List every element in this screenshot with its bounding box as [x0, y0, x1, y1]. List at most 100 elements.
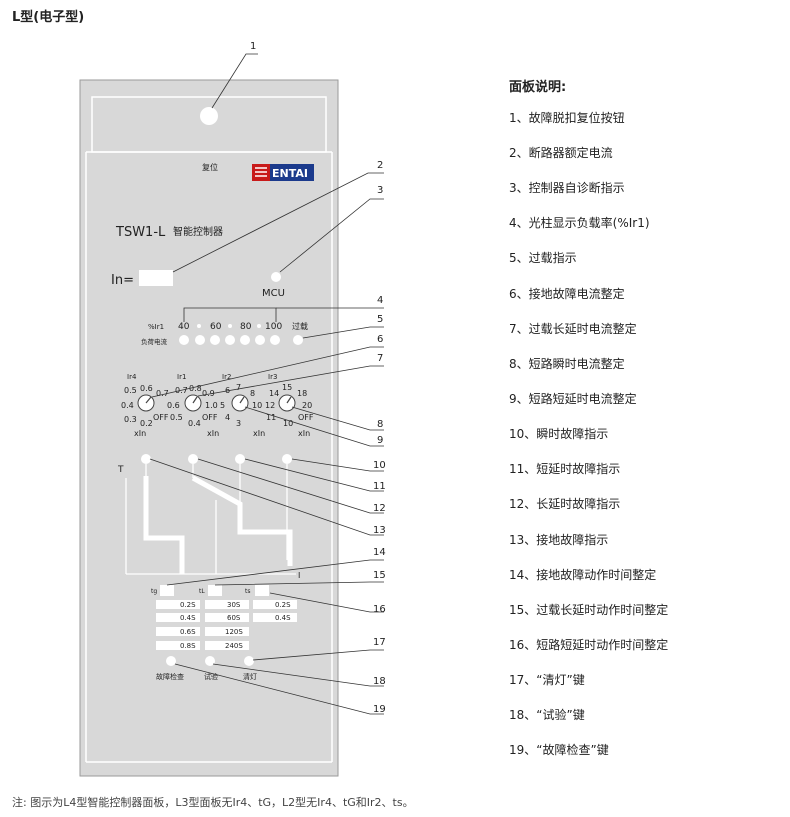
- legend-item: 19、“故障检查”键: [509, 743, 609, 757]
- legend-item: 4、光柱显示负载率(%Ir1): [509, 216, 650, 230]
- svg-text:8: 8: [250, 389, 255, 398]
- svg-text:ENTAI: ENTAI: [272, 167, 308, 180]
- svg-text:9: 9: [377, 435, 383, 446]
- svg-text:5: 5: [220, 401, 225, 410]
- svg-text:80: 80: [240, 322, 252, 332]
- svg-text:0.4S: 0.4S: [180, 614, 196, 622]
- callout-leaders: [149, 53, 384, 715]
- svg-text:7: 7: [236, 383, 241, 392]
- legend-item: 11、短延时故障指示: [509, 462, 621, 476]
- clear-light-label: 清灯: [243, 672, 257, 681]
- svg-text:30S: 30S: [227, 601, 241, 609]
- svg-text:18: 18: [297, 389, 307, 398]
- test-label: 试验: [204, 672, 218, 681]
- svg-text:100: 100: [265, 322, 282, 332]
- legend-title: 面板说明:: [509, 80, 567, 95]
- mcu-indicator: [271, 272, 281, 282]
- svg-text:17: 17: [373, 637, 386, 648]
- knob-ir3[interactable]: [278, 394, 296, 412]
- long-delay-fault-indicator: [188, 454, 198, 464]
- reset-label: 复位: [202, 162, 218, 172]
- legend-item: 18、“试验”键: [509, 708, 585, 722]
- legend-item: 5、过载指示: [509, 251, 577, 265]
- legend-item: 10、瞬时故障指示: [509, 427, 609, 441]
- legend-item: 13、接地故障指示: [509, 533, 609, 547]
- svg-text:0.8S: 0.8S: [180, 642, 196, 650]
- axis-t-label: T: [117, 465, 124, 475]
- knob-ir4[interactable]: [137, 394, 155, 412]
- instant-fault-indicator: [282, 454, 292, 464]
- ground-fault-indicator: [141, 454, 151, 464]
- test-button[interactable]: [205, 656, 215, 666]
- legend-item: 12、长延时故障指示: [509, 497, 621, 511]
- svg-text:0.6S: 0.6S: [180, 628, 196, 636]
- knob-ir2-title: Ir2: [222, 373, 231, 381]
- svg-text:0.4: 0.4: [188, 419, 201, 428]
- svg-text:1.0: 1.0: [205, 401, 218, 410]
- legend-item: 16、短路短延时动作时间整定: [509, 638, 669, 652]
- knob-ir1-title: Ir1: [177, 373, 186, 381]
- svg-text:0.7: 0.7: [156, 389, 169, 398]
- svg-text:20: 20: [302, 401, 312, 410]
- svg-text:0.3: 0.3: [124, 415, 137, 424]
- svg-text:7: 7: [377, 353, 383, 364]
- svg-text:60: 60: [210, 322, 222, 332]
- legend-item: 14、接地故障动作时间整定: [509, 568, 657, 582]
- svg-text:tg: tg: [151, 588, 157, 595]
- svg-text:60S: 60S: [227, 614, 241, 622]
- svg-text:0.8: 0.8: [189, 384, 202, 393]
- svg-text:0.6: 0.6: [140, 384, 153, 393]
- protection-curve-graph: T I: [117, 464, 300, 580]
- svg-text:0.2S: 0.2S: [275, 601, 291, 609]
- svg-text:40: 40: [178, 322, 190, 332]
- knob-ir3-title: Ir3: [268, 373, 277, 381]
- load-current-label: 负荷电流: [141, 337, 168, 346]
- fault-check-label: 故障检查: [156, 672, 184, 681]
- svg-text:2: 2: [377, 160, 383, 171]
- svg-text:tL: tL: [199, 588, 205, 595]
- svg-text:xIn: xIn: [134, 429, 146, 438]
- ts-selector[interactable]: [255, 585, 269, 596]
- svg-text:8: 8: [377, 419, 383, 430]
- legend-item: 2、断路器额定电流: [509, 146, 613, 160]
- svg-text:15: 15: [282, 383, 292, 392]
- svg-text:4: 4: [225, 413, 230, 422]
- legend-item: 17、“清灯”键: [509, 673, 585, 687]
- legend-item: 1、故障脱扣复位按钮: [509, 111, 625, 125]
- tg-selector[interactable]: [160, 585, 174, 596]
- tl-selector[interactable]: [208, 585, 222, 596]
- svg-text:11: 11: [373, 481, 386, 492]
- svg-text:OFF: OFF: [202, 413, 218, 422]
- callout-numbers: 1 2 3 4 5 6 7 8 9 10 11 12 13 14 15 16 1…: [250, 41, 386, 715]
- load-rate-label: %Ir1: [148, 323, 164, 331]
- svg-text:3: 3: [377, 185, 383, 196]
- svg-text:15: 15: [373, 570, 386, 581]
- svg-text:13: 13: [373, 525, 386, 536]
- legend-item: 15、过载长延时动作时间整定: [509, 603, 669, 617]
- svg-text:10: 10: [283, 419, 293, 428]
- fault-check-button[interactable]: [166, 656, 176, 666]
- svg-text:3: 3: [236, 419, 241, 428]
- overload-label: 过载: [292, 321, 308, 331]
- reset-button[interactable]: [200, 107, 218, 125]
- svg-text:18: 18: [373, 676, 386, 687]
- svg-text:0.2: 0.2: [140, 419, 153, 428]
- clear-light-button[interactable]: [244, 656, 254, 666]
- svg-text:14: 14: [269, 389, 279, 398]
- legend-item: 3、控制器自诊断指示: [509, 181, 625, 195]
- knob-ir4-title: Ir4: [127, 373, 137, 381]
- svg-text:xIn: xIn: [298, 429, 310, 438]
- svg-text:4: 4: [377, 295, 383, 306]
- svg-text:6: 6: [377, 334, 383, 345]
- knob-ir2[interactable]: [231, 394, 249, 412]
- svg-text:10: 10: [373, 460, 386, 471]
- svg-text:0.2S: 0.2S: [180, 601, 196, 609]
- short-delay-fault-indicator: [235, 454, 245, 464]
- svg-text:xIn: xIn: [253, 429, 265, 438]
- svg-text:0.9: 0.9: [202, 389, 215, 398]
- knob-ir1[interactable]: [184, 394, 202, 412]
- tl-time-table: 30S 60S 120S 240S: [205, 600, 249, 650]
- svg-text:0.5: 0.5: [124, 386, 137, 395]
- entai-logo: ENTAI: [252, 164, 314, 181]
